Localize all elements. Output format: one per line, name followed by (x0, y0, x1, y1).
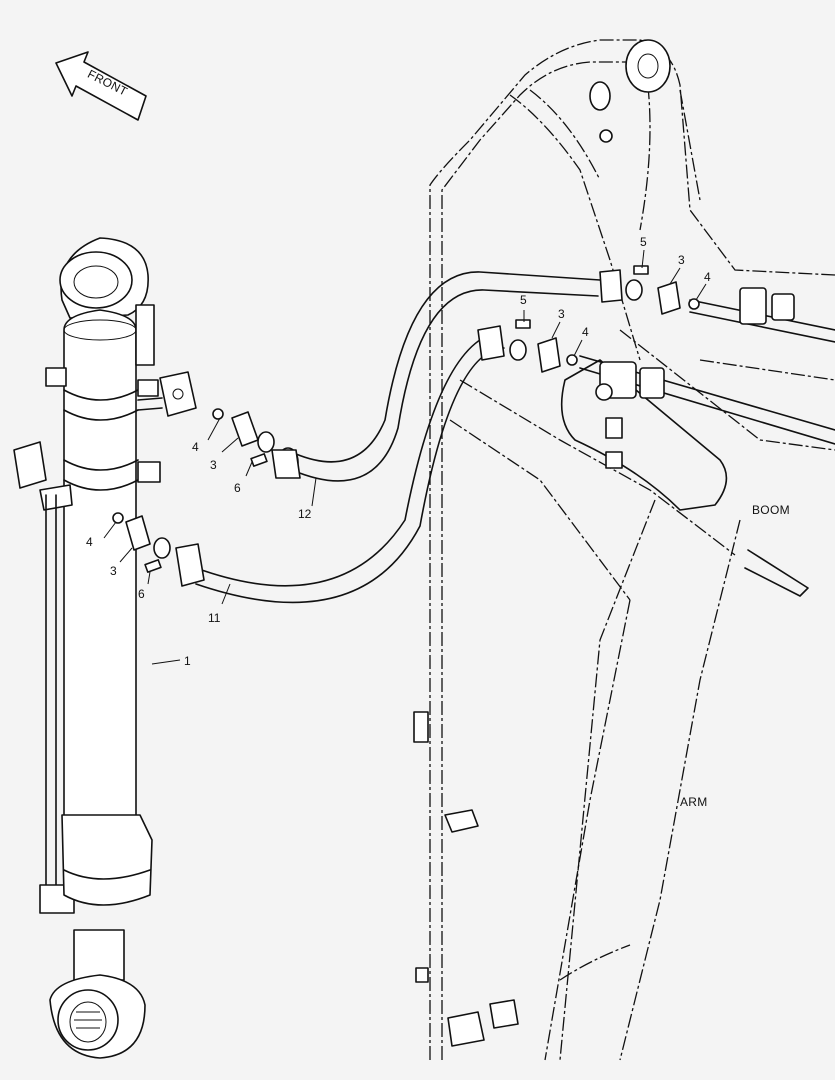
flange-set-d (633, 265, 700, 315)
arm-structure (413, 359, 809, 1061)
callout-4b: 4 (86, 535, 93, 549)
callout-12: 12 (298, 507, 312, 521)
callout-3a: 3 (210, 458, 217, 472)
callout-11: 11 (208, 611, 221, 625)
boom-side-pipe-fittings (579, 287, 835, 445)
arm-label: ARM (680, 795, 708, 809)
front-direction-arrow: FRONT (55, 51, 147, 121)
callout-labels: 1 4 3 6 4 3 6 5 3 4 5 3 4 12 11 (86, 235, 711, 668)
callout-4c: 4 (582, 325, 589, 339)
callout-3d: 3 (678, 253, 685, 267)
bucket-cylinder (13, 237, 197, 1059)
boom-outline (429, 39, 835, 1060)
callout-6a: 6 (234, 481, 241, 495)
flange-set-a (212, 408, 275, 467)
boom-pin-bosses (589, 39, 671, 143)
boom-label: BOOM (752, 503, 790, 517)
callout-6b: 6 (138, 587, 145, 601)
callout-5d: 5 (640, 235, 647, 249)
flange-set-c (515, 319, 578, 373)
callout-4d: 4 (704, 270, 711, 284)
callout-1: 1 (184, 654, 191, 668)
hose-12 (271, 269, 643, 482)
callout-3c: 3 (558, 307, 565, 321)
flange-set-b (112, 512, 162, 573)
callout-4a: 4 (192, 440, 199, 454)
callout-5c: 5 (520, 293, 527, 307)
leader-lines (103, 249, 707, 665)
callout-3b: 3 (110, 564, 117, 578)
hose-11 (153, 325, 527, 604)
